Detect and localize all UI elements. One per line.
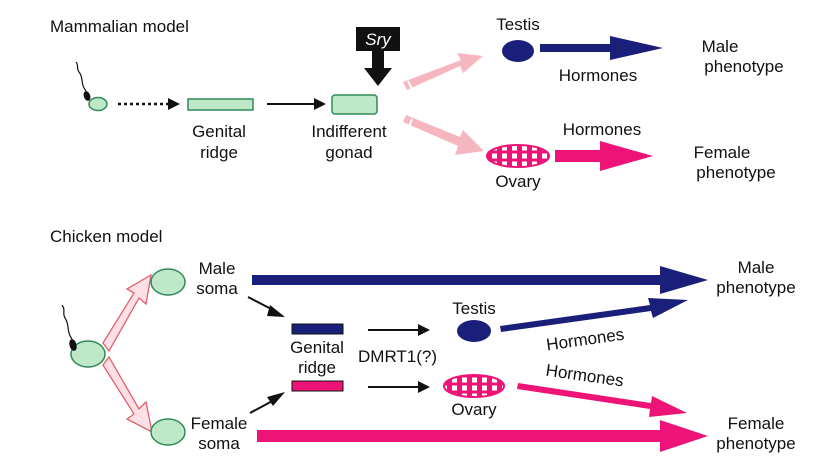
chicken-testis-label: Testis xyxy=(452,299,495,318)
genital-ridge-label-2: ridge xyxy=(200,143,238,162)
pink-arrow-to-female-soma xyxy=(102,355,153,434)
sry-box: Sry xyxy=(356,27,400,86)
female-phenotype-label-1: Female xyxy=(694,143,751,162)
male-soma-label-2: soma xyxy=(196,279,238,298)
long-magenta-arrow-female xyxy=(257,420,708,452)
pink-arrow-to-male-soma xyxy=(102,273,152,353)
arrow-to-chicken-ovary xyxy=(368,381,430,393)
chicken-hormones-male-label: Hormones xyxy=(545,325,625,355)
sry-label: Sry xyxy=(365,30,392,49)
male-soma-label-1: Male xyxy=(199,259,236,278)
chicken-genital-label-1: Genital xyxy=(290,338,344,357)
female-soma-label-1: Female xyxy=(191,414,248,433)
chicken-genital-label-2: ridge xyxy=(298,358,336,377)
genital-ridge-shape xyxy=(187,98,254,111)
indifferent-gonad-label-2: gonad xyxy=(325,143,372,162)
genital-ridge-label-1: Genital xyxy=(192,122,246,141)
chicken-model-title: Chicken model xyxy=(50,227,162,246)
pink-arrow-to-ovary xyxy=(400,115,484,155)
female-soma-shape xyxy=(150,418,186,446)
dotted-arrow xyxy=(118,98,180,110)
chicken-model: Chicken model Male soma Female soma Male… xyxy=(50,227,796,453)
male-phenotype-label-1: Male xyxy=(702,37,739,56)
solid-arrow xyxy=(267,98,326,110)
navy-hormone-arrow xyxy=(500,298,688,332)
chicken-ovary-label: Ovary xyxy=(451,400,497,419)
indifferent-gonad-shape xyxy=(331,94,378,115)
chicken-hormones-female-label: Hormones xyxy=(545,361,625,391)
chicken-testis-shape xyxy=(457,320,491,342)
chicken-female-phenotype-1: Female xyxy=(728,414,785,433)
mammalian-model: Mammalian model Genital ridge Indifferen… xyxy=(50,15,784,191)
testis-shape xyxy=(502,40,534,62)
zygote-icon xyxy=(61,304,106,368)
arrow-male-soma-to-ridge xyxy=(247,296,285,317)
chicken-male-phenotype-1: Male xyxy=(738,258,775,277)
magenta-hormone-arrow xyxy=(517,383,687,417)
hormones-male-label: Hormones xyxy=(559,66,637,85)
long-navy-arrow-male xyxy=(252,266,708,294)
ovary-label: Ovary xyxy=(495,172,541,191)
indifferent-gonad-label-1: Indifferent xyxy=(311,122,387,141)
chicken-ovary-shape xyxy=(443,374,505,398)
arrow-female-soma-to-ridge xyxy=(249,392,285,414)
dmrt1-label: DMRT1(?) xyxy=(358,347,437,366)
testis-label: Testis xyxy=(496,15,539,34)
pink-arrow-to-testis xyxy=(399,53,483,94)
genital-ridge-female-bar xyxy=(291,380,344,392)
sperm-egg-icon xyxy=(75,61,108,112)
male-soma-shape xyxy=(150,268,186,296)
male-phenotype-label-2: phenotype xyxy=(704,57,783,76)
female-phenotype-label-2: phenotype xyxy=(696,163,775,182)
hormones-female-label: Hormones xyxy=(563,120,641,139)
chicken-male-phenotype-2: phenotype xyxy=(716,278,795,297)
ovary-shape xyxy=(486,144,550,168)
navy-arrow-male xyxy=(540,36,663,60)
female-soma-label-2: soma xyxy=(198,434,240,453)
chicken-female-phenotype-2: phenotype xyxy=(716,434,795,453)
genital-ridge-male-bar xyxy=(291,323,344,335)
arrow-to-chicken-testis xyxy=(368,324,430,336)
mammalian-model-title: Mammalian model xyxy=(50,17,189,36)
magenta-arrow-female xyxy=(555,141,653,171)
